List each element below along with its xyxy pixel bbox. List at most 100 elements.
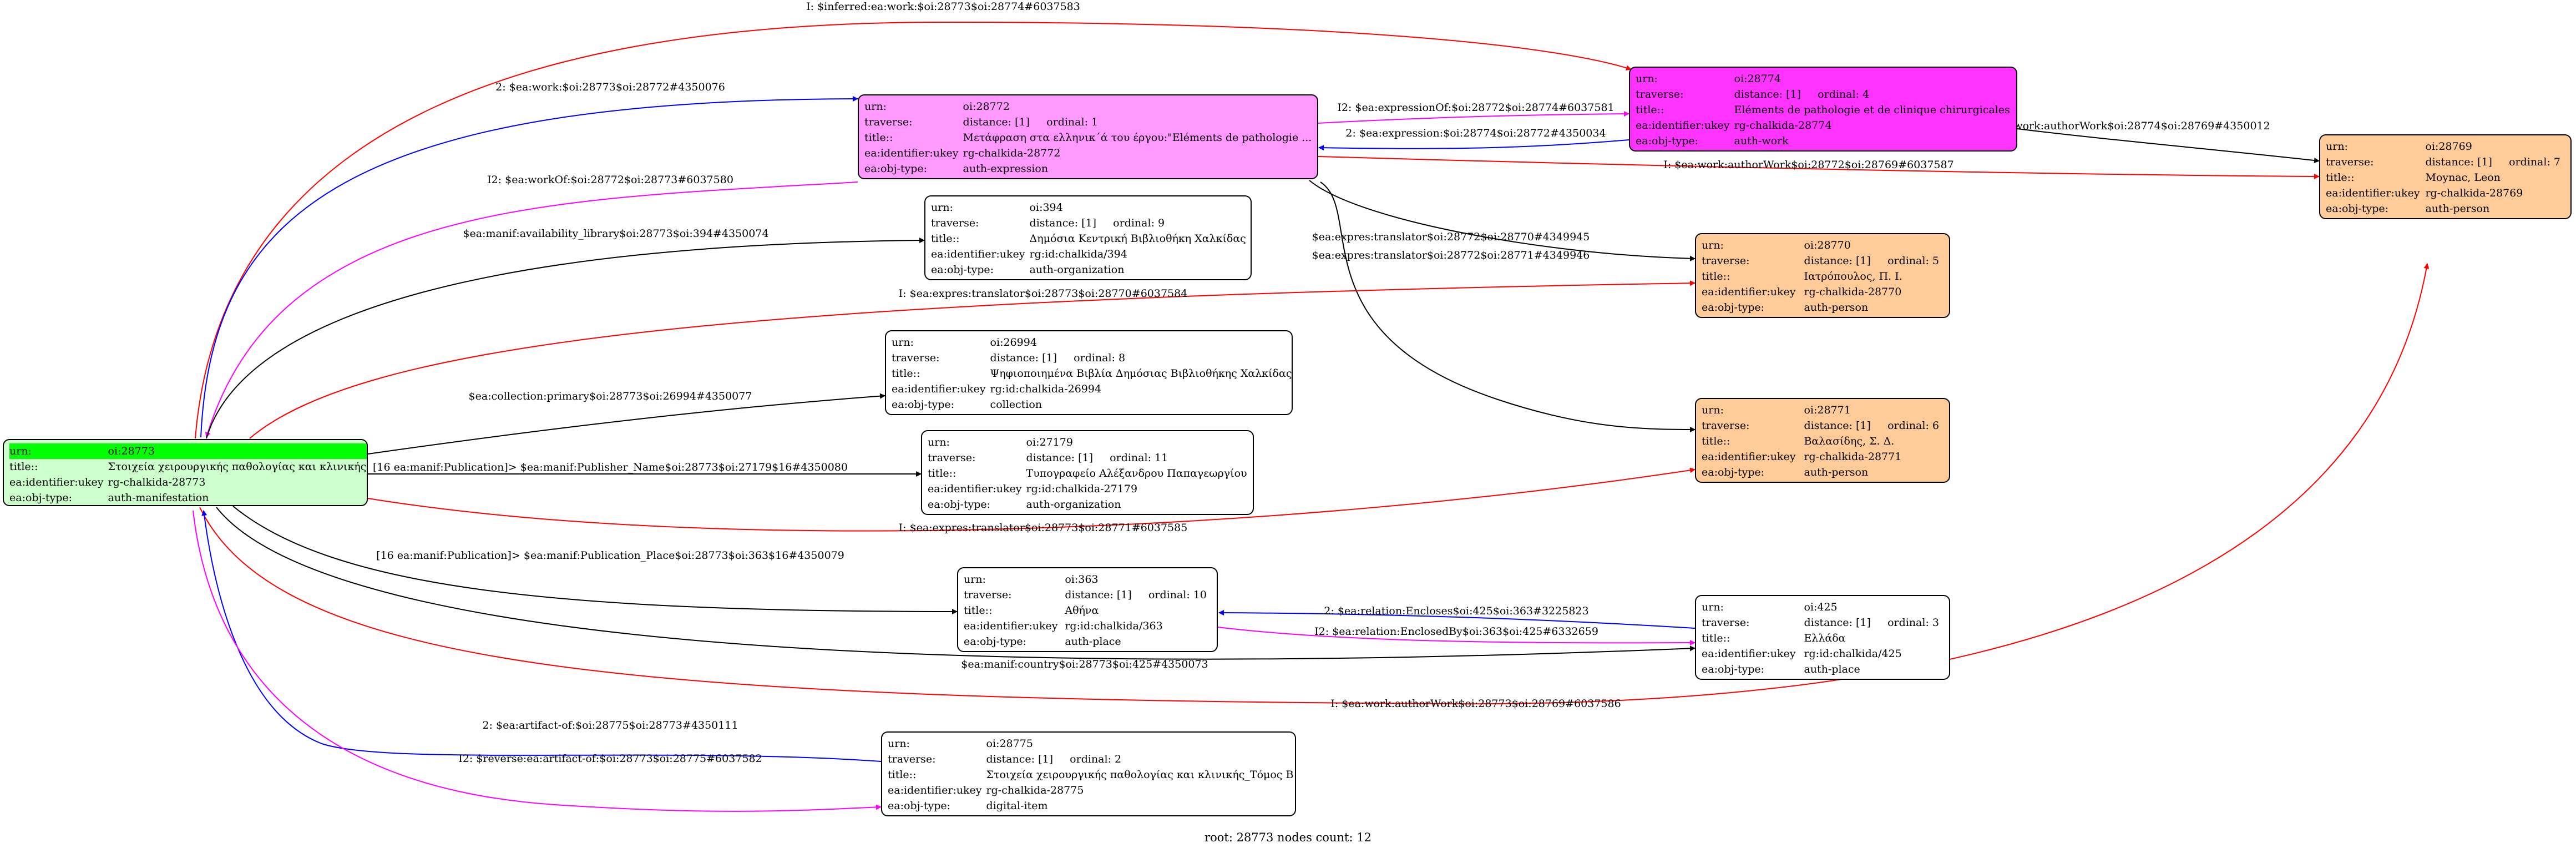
node-oi-27179[interactable]: urn:oi:27179 traverse:distance: [1] ordi…: [921, 430, 1254, 515]
edge: $ea:manif:country$oi:28773$oi:425#435007…: [216, 507, 1696, 670]
node-traverse: distance: [1] ordinal: 6: [1804, 420, 1939, 432]
field-key: traverse:: [931, 217, 979, 229]
node-traverse: distance: [1] ordinal: 11: [1026, 452, 1168, 464]
field-key: urn:: [2326, 140, 2348, 153]
field-key: ea:identifier:ukey: [864, 147, 959, 159]
node-ukey: rg-chalkida-28773: [108, 476, 206, 488]
field-key: traverse:: [864, 116, 913, 128]
field-key: ea:obj-type:: [2326, 203, 2389, 215]
edge-line: [195, 21, 1632, 439]
edge-label: $ea:manif:availability_library$oi:28773$…: [463, 228, 768, 240]
edge-label: [16 ea:manif:Publication]> $ea:manif:Pub…: [376, 549, 844, 562]
field-key: ea:identifier:ukey: [2326, 187, 2420, 199]
field-key: ea:obj-type:: [888, 800, 951, 812]
node-urn: oi:28774: [1734, 73, 1781, 85]
edge-label: 2: $ea:artifact-of:$oi:28775$oi:28773#43…: [482, 719, 738, 731]
node-objtype: auth-person: [1804, 466, 1869, 478]
node-title: Μετάφραση στα ελληνικ´ά του έργου:"Eléme…: [963, 132, 1312, 144]
node-oi-28775[interactable]: urn:oi:28775 traverse:distance: [1] ordi…: [881, 731, 1296, 816]
edge-label: I2: $reverse:ea:artifact-of:$oi:28773$oi…: [458, 753, 762, 765]
field-key: traverse:: [928, 452, 976, 464]
node-urn: oi:425: [1804, 601, 1838, 613]
edge-line: [1320, 181, 1696, 432]
edge-line: [206, 238, 925, 439]
edge-line: [1318, 139, 1629, 151]
edge-line: [205, 181, 858, 438]
field-key: title::: [1702, 632, 1730, 644]
node-oi-394[interactable]: urn:oi:394 traverse:distance: [1] ordina…: [924, 195, 1252, 280]
node-traverse: distance: [1] ordinal: 9: [1029, 217, 1165, 229]
node-oi-28771[interactable]: urn: oi:28771 traverse: distance: [1] ordi…: [1695, 398, 1950, 483]
node-oi-425[interactable]: urn:oi:425 traverse:distance: [1] ordina…: [1695, 595, 1950, 680]
node-title: Ψηφιοποιημένα Βιβλία Δημόσιας Βιβλιοθήκη…: [990, 367, 1292, 380]
edge-label: [16 ea:manif:Publication]> $ea:manif:Pub…: [373, 461, 848, 473]
edge-label: $ea:expres:translator$oi:28772$oi:28771#…: [1312, 249, 1590, 261]
edge: I: $inferred:ea:work:$oi:28773$oi:28774#…: [195, 1, 1632, 439]
edge-line: [1309, 180, 1696, 261]
node-oi-363[interactable]: urn:oi:363 traverse:distance: [1] ordina…: [957, 567, 1218, 652]
edge-line: [201, 510, 882, 762]
field-key: ea:obj-type:: [1636, 135, 1699, 147]
edge-label: I2: $ea:relation:EnclosedBy$oi:363$oi:42…: [1314, 625, 1598, 638]
field-key: traverse:: [1702, 420, 1750, 432]
edge: I: $ea:expres:translator$oi:28773$oi:287…: [367, 467, 1696, 534]
edge-label: I2: $ea:workOf:$oi:28772$oi:28773#603758…: [487, 174, 733, 186]
node-oi-28769[interactable]: urn:oi:28769 traverse:distance: [1] ordi…: [2319, 134, 2572, 219]
node-urn: oi:28770: [1804, 239, 1851, 251]
field-key: ea:obj-type:: [931, 264, 994, 276]
node-title: Στοιχεία χειρουργικής παθολογίας και κλι…: [986, 769, 1294, 781]
node-oi-26994[interactable]: urn:oi:26994 traverse:distance: [1] ordi…: [885, 330, 1293, 415]
node-objtype: auth-place: [1804, 663, 1860, 675]
field-key: ea:obj-type:: [1702, 301, 1765, 314]
node-ukey: rg-chalkida-28774: [1734, 119, 1832, 132]
field-key: urn:: [928, 436, 950, 448]
edge: $ea:work:authorWork$oi:28774$oi:28769#43…: [1991, 120, 2320, 163]
edge-line: [249, 280, 1696, 439]
node-objtype: auth-person: [1804, 301, 1869, 314]
node-urn: oi:28771: [1804, 404, 1851, 416]
field-key: urn:: [1702, 404, 1724, 416]
edge: I: $ea:work:authorWork$oi:28773$oi:28769…: [199, 263, 2430, 710]
node-objtype: auth-place: [1065, 635, 1121, 648]
edge: [16 ea:manif:Publication]> $ea:manif:Pub…: [368, 461, 922, 477]
edge-label: $ea:work:authorWork$oi:28774$oi:28769#43…: [1991, 120, 2270, 132]
node-urn: oi:26994: [990, 336, 1037, 349]
edge: 2: $ea:expression:$oi:28774$oi:28772#435…: [1318, 127, 1629, 151]
node-traverse: distance: [1] ordinal: 2: [986, 753, 1122, 765]
edge-label: 2: $ea:relation:Encloses$oi:425$oi:363#3…: [1324, 605, 1588, 617]
field-key: ea:identifier:ukey: [9, 476, 104, 488]
field-key: title::: [864, 132, 893, 144]
node-urn: oi:28773: [108, 443, 367, 459]
field-key: title::: [2326, 171, 2355, 184]
node-ukey: rg-chalkida-28772: [963, 147, 1061, 159]
field-key: title::: [928, 467, 956, 480]
edge: [16 ea:manif:Publication]> $ea:manif:Pub…: [232, 506, 958, 614]
node-oi-28773[interactable]: urn:oi:28773 title::Στοιχεία χειρουργική…: [3, 439, 368, 506]
edge: I2: $ea:workOf:$oi:28772$oi:28773#603758…: [205, 174, 858, 438]
edge-label: I2: $ea:expressionOf:$oi:28772$oi:28774#…: [1337, 102, 1614, 114]
field-key: title::: [892, 367, 920, 380]
field-key: ea:obj-type:: [864, 163, 928, 175]
field-key: urn:: [9, 443, 108, 459]
node-objtype: auth-work: [1734, 135, 1789, 147]
node-oi-28772[interactable]: urn:oi:28772 traverse:distance: [1] ordi…: [858, 94, 1318, 179]
field-key: ea:identifier:ukey: [1636, 119, 1730, 132]
field-key: traverse:: [1702, 255, 1750, 267]
field-key: ea:identifier:ukey: [1702, 648, 1796, 660]
edge: $ea:collection:primary$oi:28773$oi:26994…: [367, 390, 885, 455]
edge-label: I: $inferred:ea:work:$oi:28773$oi:28774#…: [806, 1, 1080, 13]
edge-label: 2: $ea:work:$oi:28773$oi:28772#4350076: [495, 81, 725, 93]
node-objtype: collection: [990, 398, 1042, 411]
node-oi-28774[interactable]: urn:oi:28774 traverse:distance: [1] ordi…: [1629, 67, 2017, 152]
node-traverse: distance: [1] ordinal: 8: [990, 352, 1126, 364]
edge: I: $ea:work:authorWork$oi:28772$oi:28769…: [1318, 156, 2320, 179]
field-key: urn:: [964, 573, 986, 586]
edge-line: [367, 393, 885, 455]
node-oi-28770[interactable]: urn:oi:28770 traverse:distance: [1] ordi…: [1695, 233, 1950, 318]
graph-footer: root: 28773 nodes count: 12: [1205, 831, 1371, 844]
edge-label: $ea:expres:translator$oi:28772$oi:28770#…: [1312, 231, 1590, 243]
edge-label: I: $ea:work:authorWork$oi:28773$oi:28769…: [1330, 698, 1621, 710]
edge-label: I: $ea:expres:translator$oi:28773$oi:287…: [899, 287, 1188, 300]
field-key: urn:: [892, 336, 914, 349]
node-ukey: rg-chalkida-28770: [1804, 286, 1902, 298]
